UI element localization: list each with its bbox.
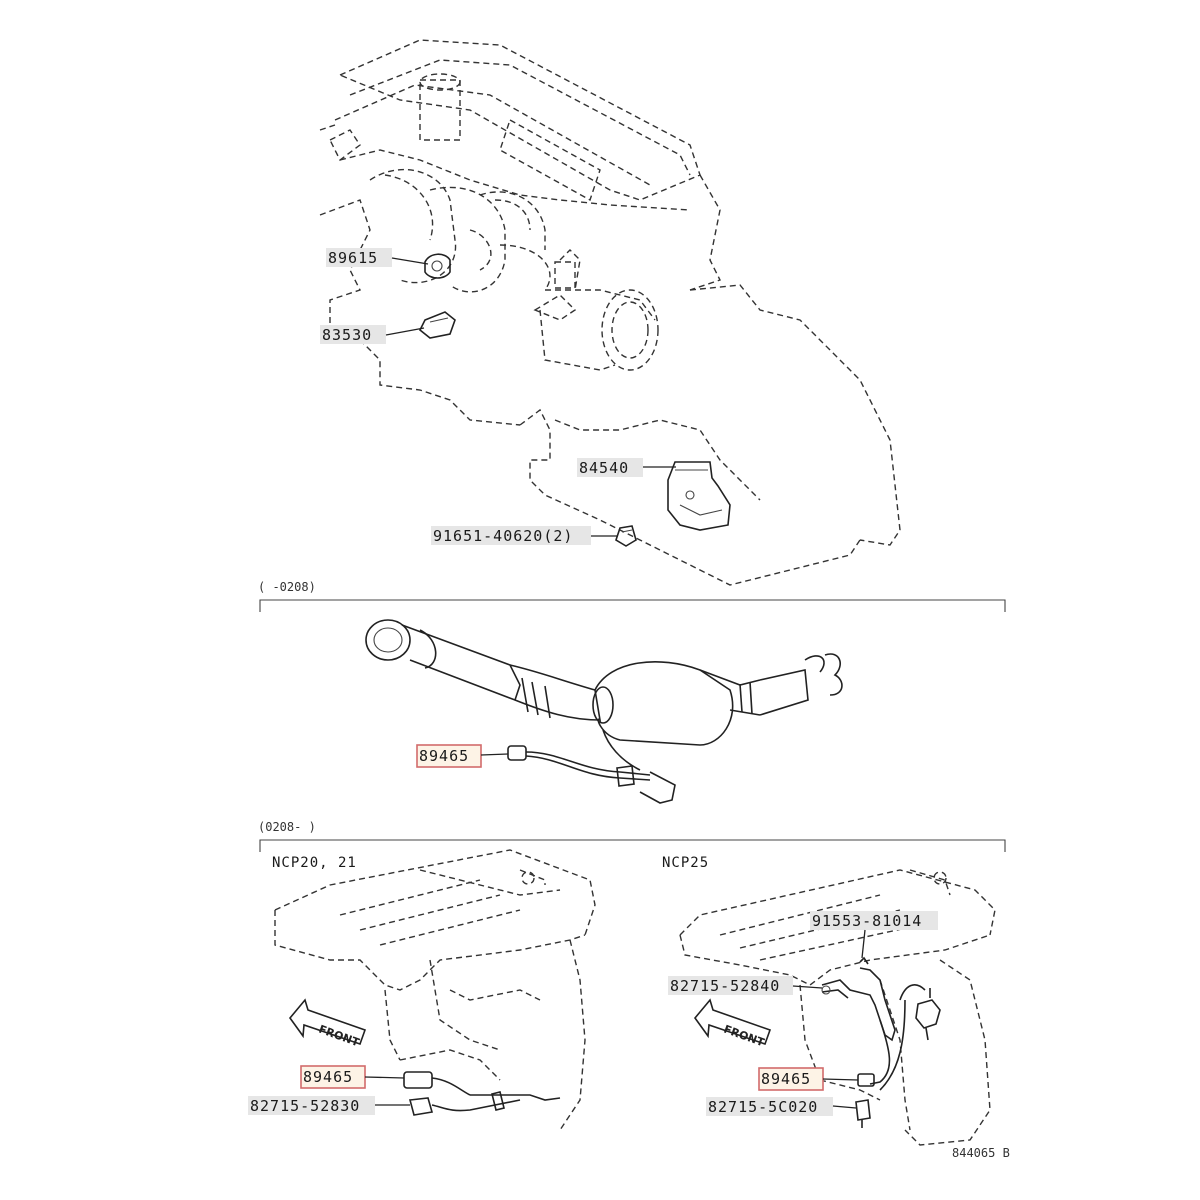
part-label-89615[interactable]: 89615 <box>328 249 378 267</box>
part-label-83530[interactable]: 83530 <box>322 326 372 344</box>
figure-code: 844065 B <box>952 1146 1010 1160</box>
range-late-header: (0208- ) <box>258 820 316 834</box>
section-early: ( -0208) <box>258 580 1006 804</box>
part-label-82715-5c020[interactable]: 82715-5C020 <box>708 1098 818 1116</box>
front-arrow-left-icon: FRONT <box>288 998 367 1049</box>
exhaust-pipe-illustration <box>365 619 843 746</box>
part-label-82715-52840[interactable]: 82715-52840 <box>670 977 780 995</box>
section-late: (0208- ) NCP20, 21 FRONT <box>248 820 1006 1146</box>
sensor-ncp25-illustration <box>821 956 941 1128</box>
part-label-84540[interactable]: 84540 <box>579 459 629 477</box>
range-early-header: ( -0208) <box>258 580 316 594</box>
front-arrow-right-icon: FRONT <box>693 998 772 1049</box>
variant-title-ncp25: NCP25 <box>662 855 709 871</box>
part-label-91553-81014[interactable]: 91553-81014 <box>812 912 922 930</box>
engine-illustration <box>319 39 901 586</box>
part-label-82715-52830[interactable]: 82715-52830 <box>250 1097 360 1115</box>
engine-labels: 89615 83530 84540 91651-40620(2) <box>320 248 676 545</box>
part-label-89465-early[interactable]: 89465 <box>419 747 469 765</box>
engine-ncp20-illustration <box>274 849 596 1131</box>
part-label-91651-40620[interactable]: 91651-40620(2) <box>433 527 573 545</box>
variant-title-ncp20-21: NCP20, 21 <box>272 855 357 871</box>
part-label-89465-ncp20[interactable]: 89465 <box>303 1068 353 1086</box>
oxygen-sensor-illustration <box>507 729 676 804</box>
sensor-ncp20-illustration <box>403 1071 561 1116</box>
part-label-89465-ncp25[interactable]: 89465 <box>761 1070 811 1088</box>
